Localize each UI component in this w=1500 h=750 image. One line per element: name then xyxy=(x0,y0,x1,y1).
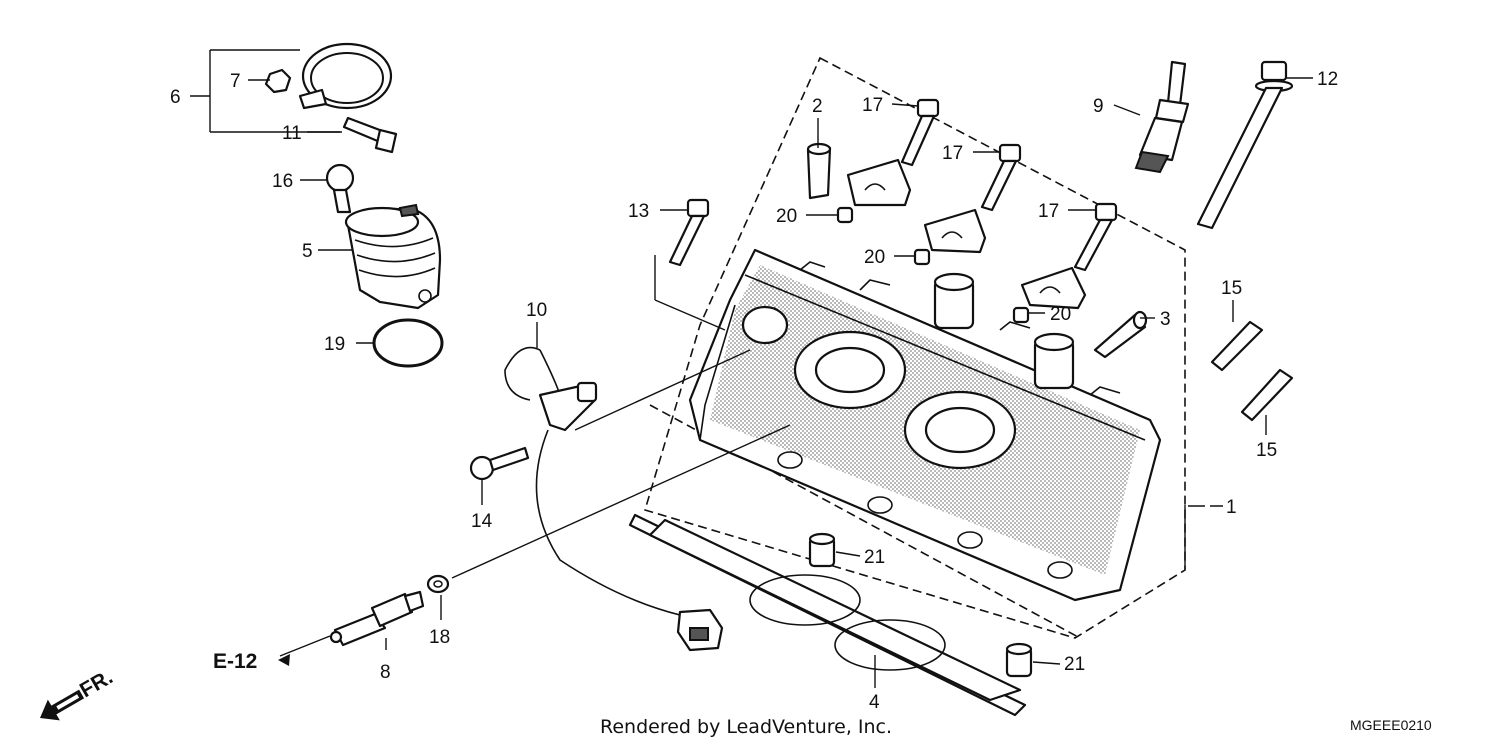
callout-17a: 17 xyxy=(862,95,883,116)
reference-arrow-icon xyxy=(278,654,290,666)
callout-21b: 21 xyxy=(1064,654,1085,675)
bolt-12[interactable] xyxy=(1196,60,1294,230)
callout-16: 16 xyxy=(272,171,293,192)
diagram-code: MGEEE0210 xyxy=(1350,717,1432,733)
bolt-14[interactable] xyxy=(469,446,530,481)
callout-12: 12 xyxy=(1317,69,1338,90)
callout-4: 4 xyxy=(869,692,880,713)
cam-holder-c[interactable] xyxy=(1020,266,1087,310)
cam-holder-b[interactable] xyxy=(923,208,987,254)
dowel-20a[interactable] xyxy=(836,206,854,224)
bolt-17c[interactable] xyxy=(1073,202,1118,272)
screw-16[interactable] xyxy=(325,163,355,214)
callout-15b: 15 xyxy=(1256,440,1277,461)
spark-plug[interactable] xyxy=(1134,60,1190,174)
leader-lines xyxy=(190,49,1313,688)
assembly-boundary xyxy=(644,56,1186,639)
callout-3: 3 xyxy=(1160,309,1171,330)
callout-13: 13 xyxy=(628,201,649,222)
callout-21a: 21 xyxy=(864,547,885,568)
callout-17c: 17 xyxy=(1038,201,1059,222)
callout-1: 1 xyxy=(1226,497,1237,518)
callout-9: 9 xyxy=(1093,96,1104,117)
dowel-pin-lower[interactable] xyxy=(1005,642,1033,678)
dowel-20c[interactable] xyxy=(1012,306,1030,324)
callout-14: 14 xyxy=(471,511,493,532)
callout-15a: 15 xyxy=(1221,278,1242,299)
bolt-17a[interactable] xyxy=(900,98,940,167)
bolt-17b[interactable] xyxy=(980,143,1022,212)
dowel-pin-upper[interactable] xyxy=(808,532,836,568)
cylinder-head[interactable] xyxy=(688,248,1162,602)
callout-18: 18 xyxy=(429,627,450,648)
callout-10: 10 xyxy=(526,300,547,321)
callout-20c: 20 xyxy=(1050,304,1071,325)
front-arrow-icon xyxy=(40,689,85,721)
callout-11: 11 xyxy=(282,123,302,144)
callout-8: 8 xyxy=(380,662,391,683)
dowel-20b[interactable] xyxy=(913,248,931,266)
cam-holder-a[interactable] xyxy=(846,158,912,207)
assembly-boundary-inner xyxy=(649,404,1081,639)
callout-20a: 20 xyxy=(776,206,797,227)
callout-20b: 20 xyxy=(864,247,885,268)
stud-15a[interactable] xyxy=(1210,320,1264,372)
callout-6: 6 xyxy=(170,87,181,108)
band-clamp[interactable] xyxy=(298,42,393,110)
callout-19: 19 xyxy=(324,334,345,355)
head-gasket[interactable] xyxy=(628,513,1027,717)
callout-7: 7 xyxy=(230,71,241,92)
rendered-by-credit: Rendered by LeadVenture, Inc. xyxy=(600,716,892,738)
sensor-10[interactable] xyxy=(504,346,724,652)
clamp-nut-7[interactable] xyxy=(264,68,292,94)
callout-5: 5 xyxy=(302,241,313,262)
washer-18[interactable] xyxy=(426,574,450,594)
pipe-2[interactable] xyxy=(806,142,832,200)
callout-2: 2 xyxy=(812,96,823,117)
o-ring-19[interactable] xyxy=(372,318,444,368)
stud-15b[interactable] xyxy=(1240,368,1294,422)
callout-17b: 17 xyxy=(942,143,963,164)
clamp-screw-11[interactable] xyxy=(342,116,398,154)
sensor-8[interactable] xyxy=(329,590,425,647)
bolt-13[interactable] xyxy=(668,198,710,267)
pipe-3[interactable] xyxy=(1093,310,1148,359)
reference-e12[interactable]: E-12 xyxy=(213,650,257,673)
insulator-5[interactable] xyxy=(344,203,442,310)
